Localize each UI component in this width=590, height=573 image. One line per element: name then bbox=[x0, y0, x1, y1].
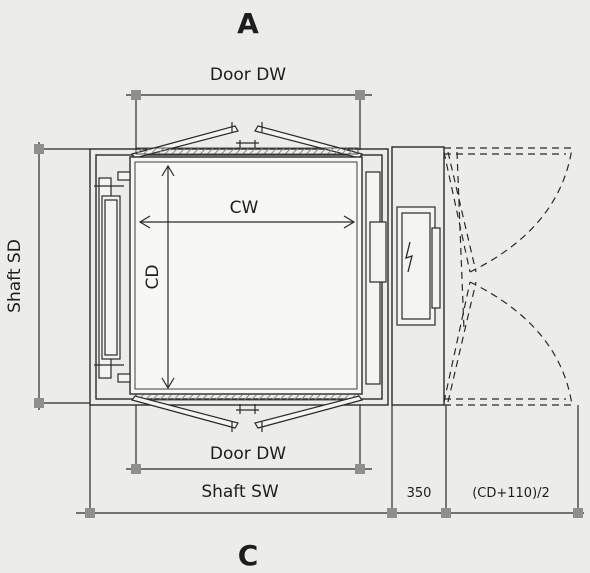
cw-label: CW bbox=[230, 198, 259, 218]
control-panel bbox=[396, 206, 441, 326]
cw-arrow bbox=[138, 215, 356, 229]
dim-marker bbox=[441, 508, 451, 518]
dim-marker bbox=[355, 90, 365, 100]
door-dw-bottom-label: Door DW bbox=[210, 444, 286, 464]
door-panels-bottom bbox=[130, 395, 364, 432]
dim-marker bbox=[85, 508, 95, 518]
shaft-sd-dimension bbox=[38, 142, 90, 410]
dim-formula-label: (CD+110)/2 bbox=[472, 486, 550, 501]
door-dw-bottom-dimension bbox=[126, 405, 372, 470]
dim-marker bbox=[355, 464, 365, 474]
swing-door bbox=[443, 147, 573, 406]
cd-arrow bbox=[161, 164, 175, 390]
car bbox=[129, 156, 363, 395]
shaft-sw-dimension bbox=[76, 405, 584, 514]
dim-350-label: 350 bbox=[407, 486, 432, 501]
dim-marker bbox=[131, 464, 141, 474]
guide-rail-right bbox=[365, 171, 387, 385]
door-dw-top-dimension bbox=[126, 94, 372, 150]
shaft-sw-label: Shaft SW bbox=[201, 482, 279, 502]
dim-marker bbox=[34, 144, 44, 154]
sill-top bbox=[135, 147, 359, 155]
cd-label: CD bbox=[143, 265, 163, 290]
door-dw-top-label: Door DW bbox=[210, 65, 286, 85]
dim-marker bbox=[573, 508, 583, 518]
section-label-top: A bbox=[237, 7, 259, 40]
dim-marker bbox=[387, 508, 397, 518]
dim-marker bbox=[131, 90, 141, 100]
lightning-icon bbox=[405, 241, 413, 273]
shaft-sd-label: Shaft SD bbox=[5, 239, 25, 313]
dim-marker bbox=[34, 398, 44, 408]
section-label-bottom: C bbox=[238, 539, 259, 569]
sill-bottom bbox=[135, 393, 359, 401]
counterweight bbox=[94, 171, 131, 383]
